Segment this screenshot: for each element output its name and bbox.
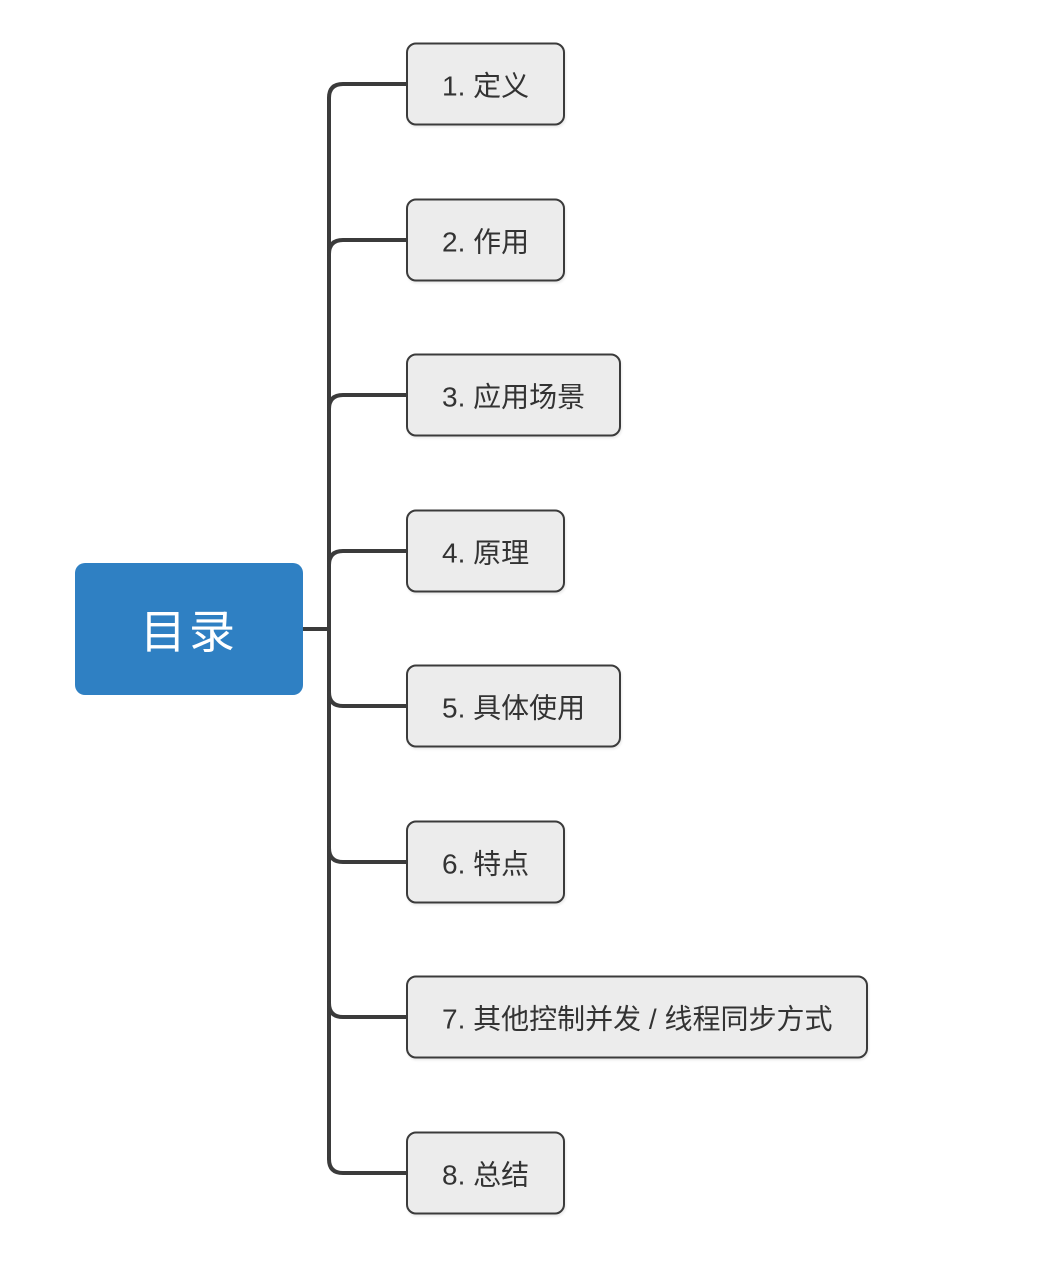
root-node-topic[interactable]: 目录 (75, 563, 303, 695)
branch-node[interactable]: 8. 总结 (406, 1131, 566, 1215)
branch-node[interactable]: 1. 定义 (406, 42, 566, 126)
branch-node-label: 3. 应用场景 (442, 381, 586, 412)
branch-node-label: 5. 具体使用 (442, 692, 586, 723)
branch-node-label: 2. 作用 (442, 226, 530, 257)
branch-node-label: 1. 定义 (442, 70, 530, 101)
branch-node[interactable]: 4. 原理 (406, 509, 566, 593)
branch-node-label: 8. 总结 (442, 1159, 530, 1190)
branch-node[interactable]: 7. 其他控制并发 / 线程同步方式 (406, 975, 869, 1059)
branch-node[interactable]: 6. 特点 (406, 820, 566, 904)
branch-node[interactable]: 5. 具体使用 (406, 664, 622, 748)
branch-node-label: 4. 原理 (442, 537, 530, 568)
branch-node[interactable]: 3. 应用场景 (406, 353, 622, 437)
root-node-label: 目录 (140, 606, 238, 658)
branch-node-label: 6. 特点 (442, 848, 530, 879)
branch-node-label: 7. 其他控制并发 / 线程同步方式 (442, 1003, 833, 1034)
branch-node[interactable]: 2. 作用 (406, 198, 566, 282)
